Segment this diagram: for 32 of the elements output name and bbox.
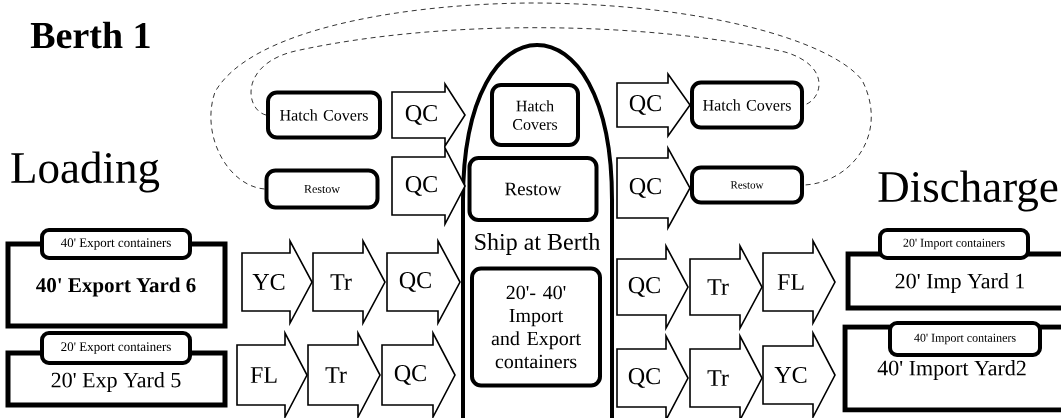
process-step: FL: [762, 237, 836, 327]
tag-label: 40' Import containers: [888, 321, 1042, 357]
process-step: Tr: [689, 332, 763, 418]
rounded-box: Restow: [467, 156, 599, 222]
process-step: Tr: [307, 329, 381, 418]
section-label: Discharge: [878, 170, 1058, 212]
section-label: Loading: [11, 151, 160, 193]
rounded-box: Hatch Covers: [690, 80, 804, 130]
rounded-box: Hatch Covers: [266, 90, 382, 140]
process-step: QC: [616, 71, 691, 139]
process-step: QC: [616, 332, 689, 418]
process-step: QC: [381, 329, 456, 418]
process-step: QC: [391, 81, 466, 149]
rounded-box: Restow: [264, 168, 380, 210]
process-step: QC: [386, 237, 461, 327]
rounded-box: 20'- 40' Import and Export containers: [470, 266, 602, 388]
process-step: QC: [616, 242, 689, 332]
dashed-connector: [210, 2, 872, 190]
tag-label: 40' Export containers: [40, 228, 192, 260]
rounded-box: Restow: [690, 165, 804, 205]
process-step: QC: [616, 144, 691, 232]
process-step: YC: [241, 237, 313, 327]
tag-label: 20' Import containers: [878, 228, 1030, 260]
dashed-connector: [250, 27, 820, 116]
rounded-box: Hatch Covers: [490, 83, 580, 147]
process-step: Tr: [689, 242, 763, 332]
process-step: Tr: [312, 237, 386, 327]
process-step: FL: [236, 329, 308, 418]
title: Berth 1: [30, 21, 150, 49]
yard-box: 20' Imp Yard 1: [845, 251, 1061, 311]
process-step: YC: [762, 329, 836, 418]
process-step: QC: [391, 144, 466, 228]
